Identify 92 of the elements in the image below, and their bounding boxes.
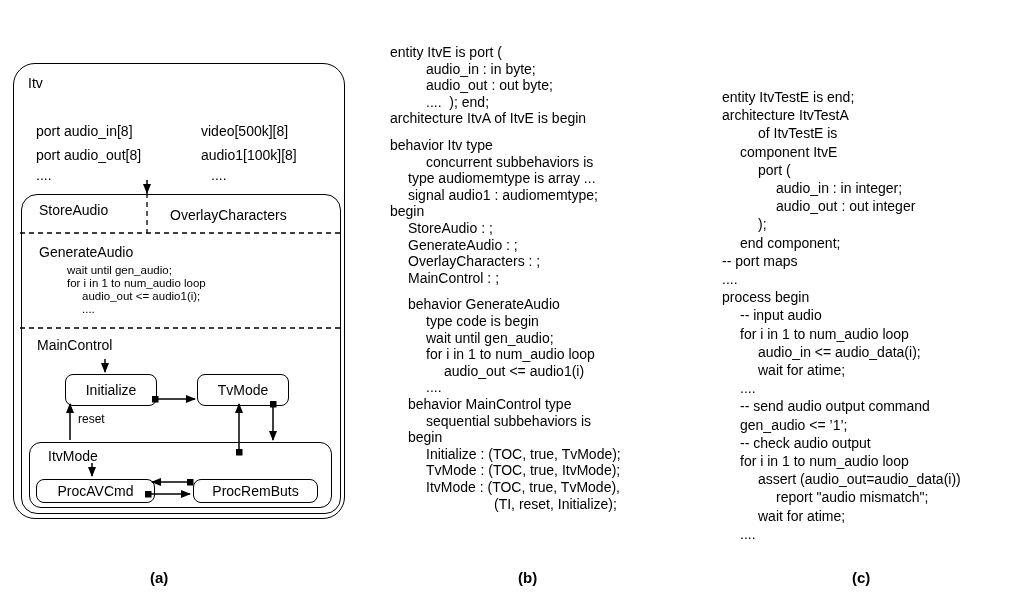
- code-line: for i in 1 to num_audio loop: [740, 325, 909, 342]
- code-line: -- check audio output: [740, 434, 871, 451]
- transition-arrow: [66, 403, 74, 441]
- code-line: sequential subbehaviors is: [426, 412, 591, 429]
- state-name: StoreAudio: [39, 202, 109, 218]
- initial-arrow: [101, 358, 109, 373]
- transition-arrow: [144, 490, 191, 498]
- state-name: GenerateAudio: [39, 244, 134, 260]
- ellipsis-text: ....: [36, 167, 52, 183]
- state-name: ProcRemButs: [212, 483, 299, 499]
- code-line: behavior Itv type: [390, 137, 493, 153]
- declaration-text: video[500k][8]: [201, 123, 289, 139]
- panel-caption: (b): [518, 570, 538, 586]
- code-line: report "audio mismatch";: [776, 489, 929, 506]
- code-line: entity ItvTestE is end;: [722, 89, 855, 105]
- initial-arrow: [143, 179, 151, 194]
- state-box: [193, 479, 318, 503]
- code-line: gen_audio <= ’1’;: [740, 416, 848, 433]
- code-line: architecture ItvTestA: [722, 107, 849, 124]
- code-line: type audiomemtype is array ...: [408, 170, 596, 187]
- state-name: ProcAVCmd: [57, 483, 134, 499]
- code-line: (TI, reset, Initialize);: [494, 495, 617, 512]
- code-line: audio_out <= audio1(i);: [82, 290, 201, 303]
- state-box: [13, 63, 345, 519]
- code-line: begin: [408, 429, 443, 446]
- transition-arrow: [235, 403, 243, 456]
- code-line: type code is begin: [426, 313, 539, 329]
- code-line: wait for atime;: [758, 362, 846, 378]
- state-box: [29, 442, 332, 508]
- code-line: for i in 1 to num_audio loop: [67, 277, 206, 290]
- code-line: audio_out <= audio1(i): [444, 362, 585, 379]
- code-line: audio_out : out integer: [776, 198, 916, 215]
- transition-arrow: [269, 400, 277, 441]
- initial-arrow: [88, 462, 96, 477]
- code-line: ....: [740, 380, 756, 397]
- code-line: OverlayCharacters : ;: [408, 253, 541, 270]
- code-line: signal audio1 : audiomemtype;: [408, 186, 598, 203]
- code-line: begin: [390, 203, 425, 220]
- code-line: ....: [426, 379, 442, 396]
- transition-arrow: [151, 395, 196, 403]
- code-line: ....: [722, 271, 738, 287]
- code-line: .... ); end;: [426, 93, 490, 110]
- panel-caption: (c): [852, 570, 871, 586]
- code-line: audio_out : out byte;: [426, 77, 553, 94]
- code-line: for i in 1 to num_audio loop: [740, 453, 909, 469]
- code-line: component ItvE: [740, 143, 838, 160]
- code-line: behavior MainControl type: [408, 396, 572, 412]
- code-line: MainControl : ;: [408, 269, 500, 286]
- code-line: audio_in <= audio_data(i);: [758, 343, 921, 360]
- state-name: OverlayCharacters: [170, 207, 287, 223]
- code-line: architecture ItvA of ItvE is begin: [390, 110, 587, 127]
- code-line: process begin: [722, 289, 810, 306]
- code-line: ....: [740, 525, 756, 542]
- code-line: wait until gen_audio;: [67, 264, 172, 277]
- panel-caption: (a): [150, 570, 169, 586]
- code-line: audio_in : in integer;: [776, 180, 903, 196]
- code-line: end component;: [740, 234, 841, 251]
- code-line: concurrent subbehaviors is: [426, 153, 594, 170]
- state-box: [197, 374, 289, 406]
- state-name: Initialize: [85, 382, 137, 398]
- code-line: assert (audio_out=audio_data(i)): [758, 471, 961, 488]
- code-line: -- send audio output command: [740, 398, 930, 415]
- code-line: -- input audio: [740, 307, 822, 324]
- code-line: Initialize : (TOC, true, TvMode);: [426, 445, 621, 462]
- state-name: ItvMode: [48, 448, 98, 464]
- code-line: wait for atime;: [758, 507, 846, 524]
- code-line: of ItvTestE is: [758, 125, 838, 142]
- state-box: [36, 479, 155, 503]
- declaration-text: audio1[100k][8]: [201, 147, 297, 163]
- state-name: Itv: [28, 75, 43, 91]
- code-line: ....: [82, 303, 95, 316]
- ellipsis-text: ....: [211, 167, 227, 183]
- code-line: wait until gen_audio;: [426, 329, 554, 346]
- code-line: ItvMode : (TOC, true, TvMode),: [426, 479, 620, 495]
- code-line: behavior GenerateAudio: [408, 296, 560, 313]
- code-line: StoreAudio : ;: [408, 220, 493, 236]
- code-line: port (: [758, 161, 791, 178]
- transition-arrow: [151, 478, 194, 486]
- edge-label: reset: [78, 412, 105, 426]
- code-line: -- port maps: [722, 252, 798, 269]
- code-line: GenerateAudio : ;: [408, 236, 518, 253]
- code-line: TvMode : (TOC, true, ItvMode);: [426, 462, 621, 479]
- declaration-text: port audio_in[8]: [36, 123, 133, 139]
- state-box: [65, 374, 157, 406]
- state-name: TvMode: [217, 382, 269, 398]
- code-line: entity ItvE is port (: [390, 44, 503, 60]
- state-name: MainControl: [37, 337, 113, 353]
- state-box: [21, 194, 341, 514]
- code-line: );: [758, 216, 767, 233]
- declaration-text: port audio_out[8]: [36, 147, 142, 163]
- code-line: for i in 1 to num_audio loop: [426, 346, 595, 363]
- code-line: audio_in : in byte;: [426, 60, 536, 77]
